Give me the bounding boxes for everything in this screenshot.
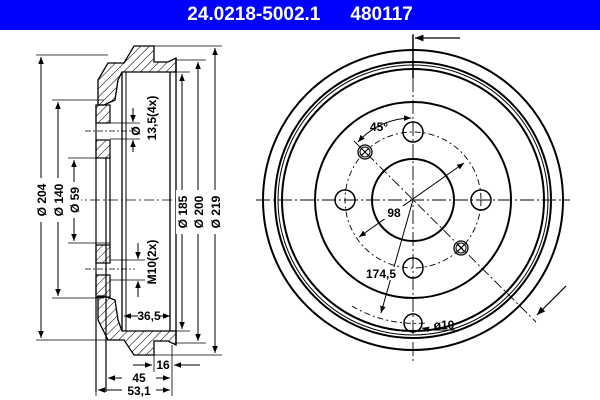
dim-angle: 45° [370, 120, 388, 134]
dim-hole-size: 13,5(4x) [145, 96, 159, 141]
hub-lower [95, 244, 111, 264]
part-number: 24.0218-5002.1 [187, 4, 321, 25]
dim-depth: 36,5 [137, 309, 161, 323]
dim-pcd: 98 [387, 206, 401, 220]
hub-upper2 [95, 139, 111, 159]
dim-d185: Ø 185 [176, 195, 190, 228]
hub-upper [95, 104, 111, 124]
reference-number: 480117 [350, 4, 413, 25]
side-view [36, 45, 222, 396]
side-view-labels: Ø 204 Ø 140 Ø 59 Ø 185 Ø 200 Ø 219 Ø 13,… [34, 96, 223, 398]
dim-w53: 53,1 [127, 384, 151, 398]
dim-w16: 16 [156, 358, 170, 372]
dim-d59: Ø 59 [68, 187, 82, 213]
title-bar: 24.0218-5002.1 480117 [0, 0, 600, 30]
top-section [97, 45, 177, 106]
dim-d140: Ø 140 [52, 183, 66, 216]
dim-pcd2: 174,5 [366, 267, 396, 281]
threaded-hole-upper-left [357, 144, 373, 160]
dim-thread: M10(2x) [145, 240, 159, 285]
dim-d219: Ø 219 [209, 195, 223, 228]
front-view-labels: 45° 98 174,5 ø10 [364, 120, 455, 332]
dim-d204: Ø 204 [35, 183, 49, 216]
dim-d200: Ø 200 [192, 195, 206, 228]
hub-lower2 [95, 274, 111, 298]
dim-hole-symbol: Ø [129, 126, 143, 135]
bottom-section [97, 295, 177, 356]
dim-w45: 45 [132, 371, 146, 385]
dim-small-hole: ø10 [434, 318, 455, 332]
front-view [256, 34, 570, 362]
